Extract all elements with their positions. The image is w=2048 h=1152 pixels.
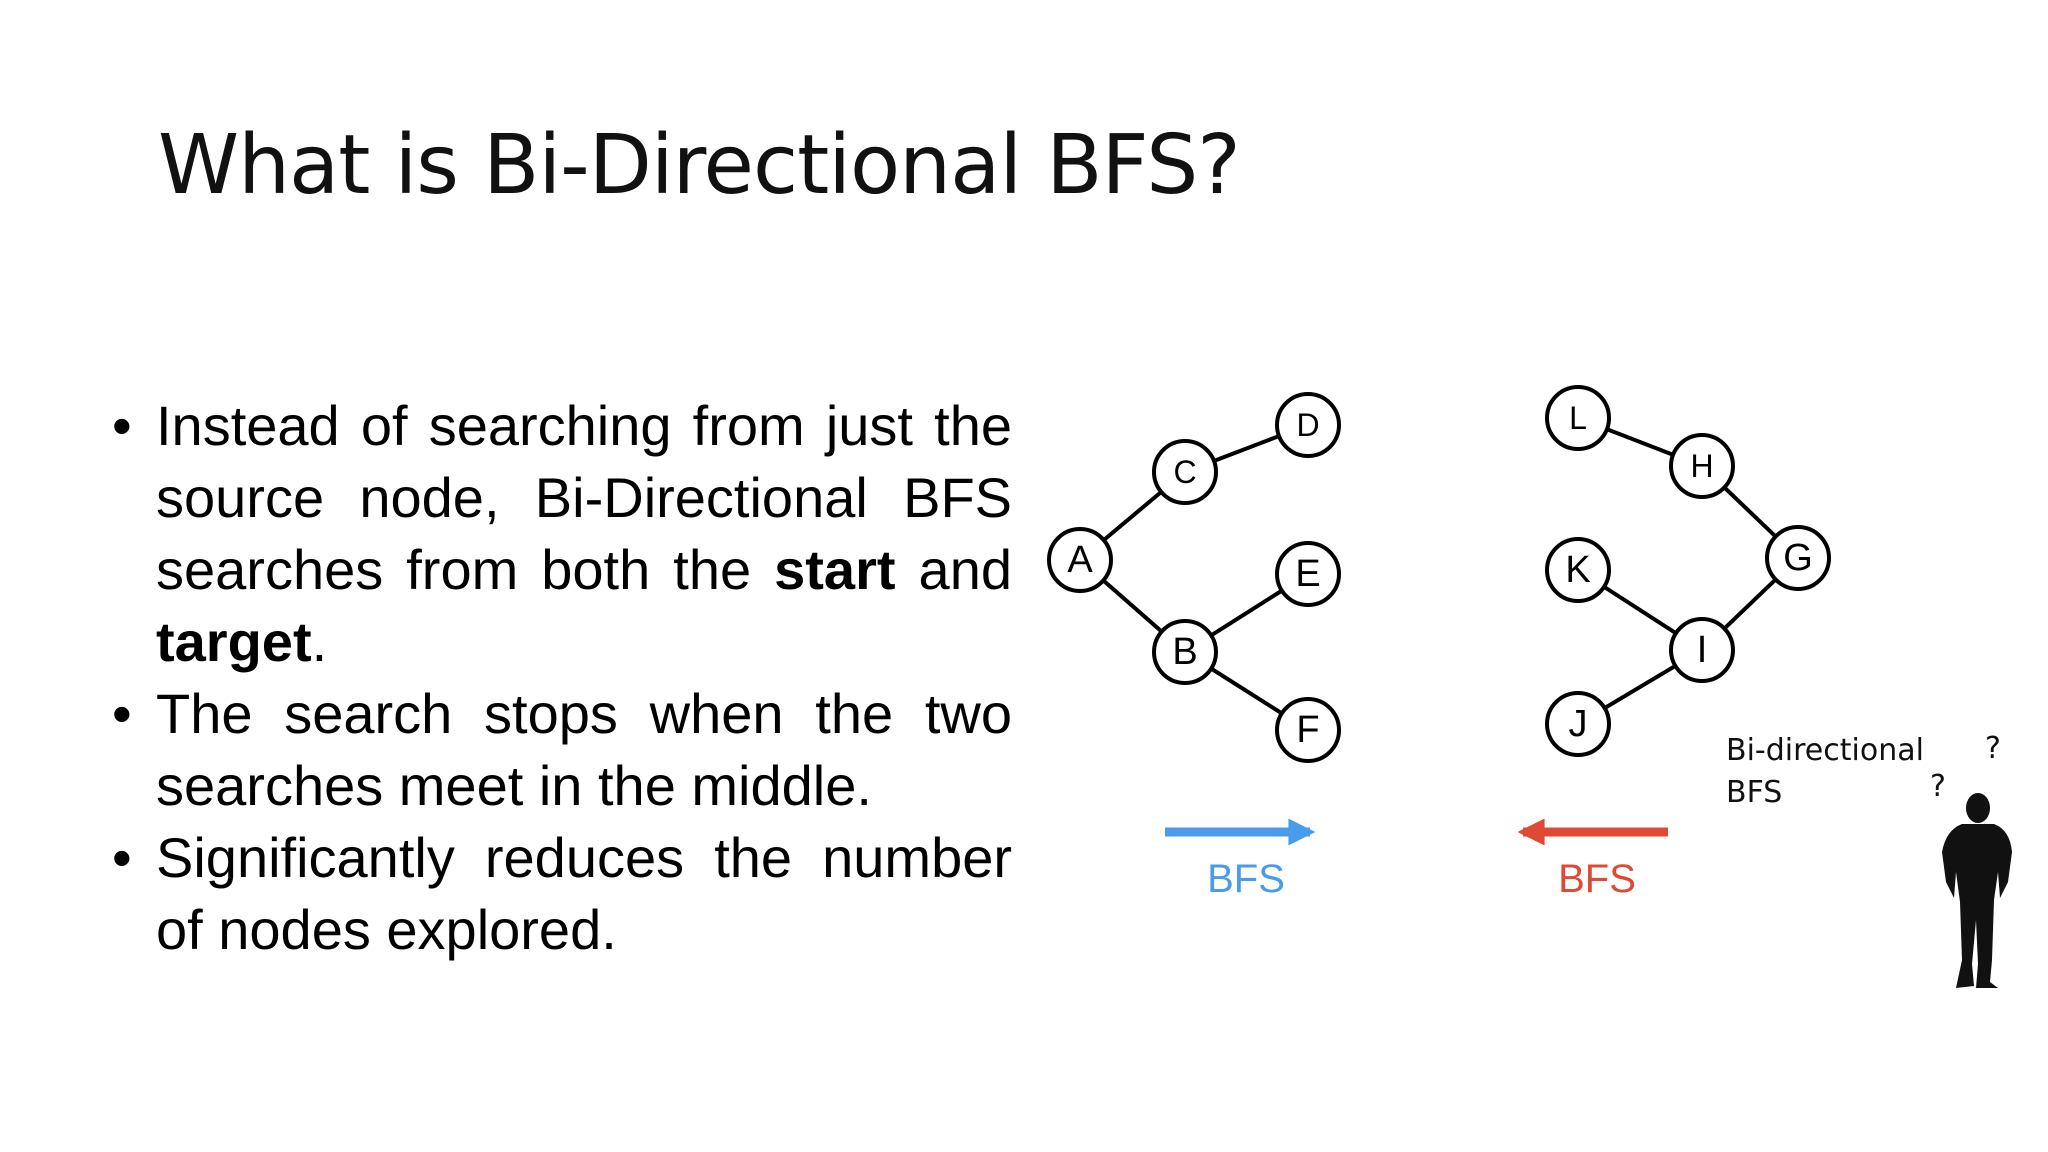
forward-bfs-arrow: BFS bbox=[1165, 818, 1316, 901]
caption-line-2: BFS bbox=[1726, 775, 1782, 810]
person-silhouette-icon bbox=[1942, 793, 2012, 988]
node-h: H bbox=[1669, 433, 1735, 499]
caption-line-1: Bi-directional bbox=[1726, 733, 1924, 768]
node-b: B bbox=[1152, 619, 1218, 685]
bullet-item-1: Instead of searching from just the sourc… bbox=[112, 390, 1012, 678]
node-c: C bbox=[1152, 439, 1218, 505]
bullet-1-tail: . bbox=[311, 610, 328, 673]
bullet-list: Instead of searching from just the sourc… bbox=[112, 390, 1012, 966]
node-e-label: E bbox=[1295, 553, 1320, 595]
bullet-1-target: target bbox=[156, 610, 312, 673]
node-g-label: G bbox=[1783, 537, 1813, 579]
node-k: K bbox=[1545, 537, 1611, 603]
bullet-3-text: Significantly reduces the number of node… bbox=[156, 826, 1012, 961]
node-d: D bbox=[1275, 392, 1341, 458]
node-g: G bbox=[1765, 525, 1831, 591]
bullet-1-mid: and bbox=[895, 538, 1012, 601]
node-h-label: H bbox=[1690, 448, 1713, 484]
node-a-label: A bbox=[1067, 539, 1093, 581]
node-f: F bbox=[1275, 697, 1341, 763]
backward-bfs-label: BFS bbox=[1558, 857, 1636, 901]
node-f-label: F bbox=[1296, 709, 1319, 751]
node-k-label: K bbox=[1565, 549, 1590, 591]
node-i: I bbox=[1669, 617, 1735, 683]
node-d-label: D bbox=[1296, 407, 1319, 443]
bullet-2-text: The search stops when the two searches m… bbox=[156, 682, 1012, 817]
node-e: E bbox=[1275, 541, 1341, 607]
node-a: A bbox=[1047, 527, 1113, 593]
node-b-label: B bbox=[1172, 631, 1197, 673]
bullet-item-2: The search stops when the two searches m… bbox=[112, 678, 1012, 822]
node-l: L bbox=[1545, 385, 1611, 451]
node-j-label: J bbox=[1569, 703, 1588, 745]
forward-bfs-label: BFS bbox=[1207, 857, 1285, 901]
question-mark-2: ? bbox=[1930, 769, 1946, 804]
node-j: J bbox=[1545, 691, 1611, 757]
bullet-1-start: start bbox=[774, 538, 896, 601]
bullet-item-3: Significantly reduces the number of node… bbox=[112, 822, 1012, 966]
backward-bfs-arrow: BFS bbox=[1517, 818, 1668, 901]
bullet-1-lead: Instead of searching from just the sourc… bbox=[156, 394, 1012, 601]
bfs-diagram: A B C D E F G H I J K L BFS BFS Bi-direc… bbox=[1047, 385, 2012, 988]
node-i-label: I bbox=[1697, 629, 1708, 671]
slide-title: What is Bi-Directional BFS? bbox=[158, 118, 1241, 213]
node-c-label: C bbox=[1173, 454, 1196, 490]
question-mark-1: ? bbox=[1985, 731, 2001, 766]
node-l-label: L bbox=[1569, 400, 1587, 436]
